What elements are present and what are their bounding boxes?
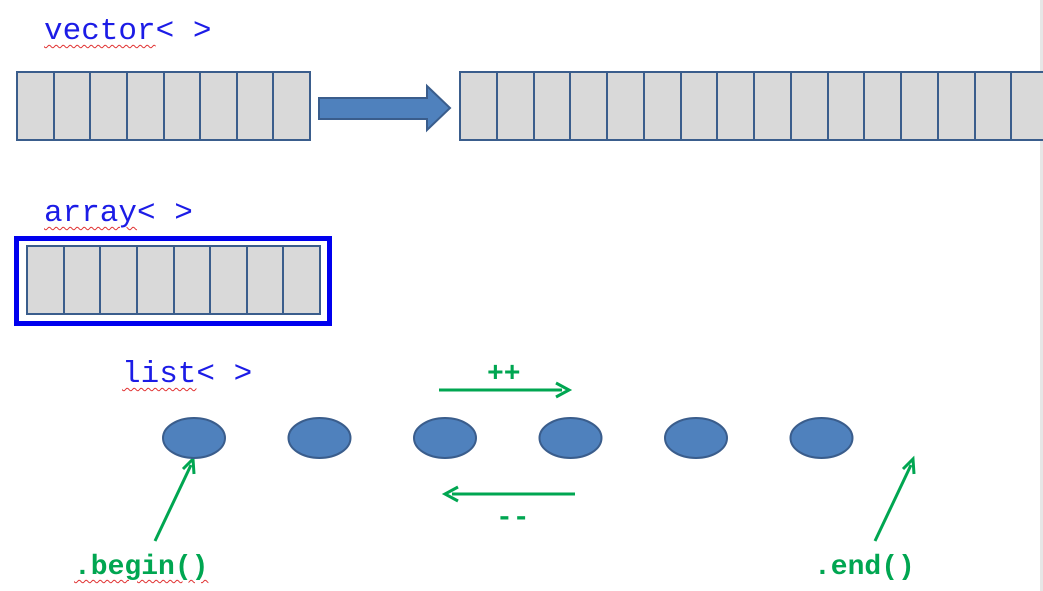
- slide-edge: [1040, 0, 1043, 591]
- vector-initial-storage: [16, 71, 311, 141]
- begin-label-text: .begin(): [74, 552, 209, 583]
- decrement-arrow-head-icon: [441, 485, 459, 503]
- vector-title: vector< >: [44, 16, 211, 47]
- begin-pointer-arrow: [153, 464, 193, 542]
- vector-cell: [199, 73, 236, 139]
- end-pointer-head-icon: [901, 455, 916, 475]
- list-node: [162, 417, 226, 459]
- list-title-name: list: [122, 357, 197, 392]
- array-cell: [209, 247, 246, 313]
- array-cell: [282, 247, 319, 313]
- vector-grown-cell: [826, 73, 864, 139]
- vector-grown-cell: [973, 73, 1011, 139]
- array-title: array< >: [44, 198, 193, 229]
- vector-grown-cell: [495, 73, 533, 139]
- vector-cell: [125, 73, 163, 139]
- array-title-name: array: [44, 196, 138, 231]
- vector-grown-cell: [863, 73, 900, 139]
- vector-cell: [235, 73, 273, 139]
- begin-label: .begin(): [74, 554, 208, 582]
- vector-grown-cell: [642, 73, 680, 139]
- decrement-label: --: [496, 503, 530, 534]
- array-cell: [245, 247, 283, 313]
- vector-cell: [89, 73, 126, 139]
- vector-grown-cell: [1010, 73, 1043, 139]
- vector-grown-cell: [789, 73, 827, 139]
- vector-title-name: vector: [44, 14, 156, 49]
- list-node: [664, 417, 728, 459]
- list-node: [287, 417, 352, 459]
- list-title: list< >: [122, 359, 252, 390]
- array-cell: [135, 247, 173, 313]
- vector-title-brackets: < >: [155, 14, 212, 49]
- list-node: [789, 417, 854, 459]
- vector-grown-cell: [532, 73, 570, 139]
- list-node: [413, 417, 477, 459]
- array-fixed-frame: [14, 236, 332, 326]
- array-title-brackets: < >: [137, 196, 193, 231]
- vector-grown-cell: [679, 73, 717, 139]
- array-cell: [172, 247, 210, 313]
- list-nodes: [162, 417, 854, 459]
- end-label: .end(): [814, 552, 915, 583]
- end-pointer-arrow: [873, 464, 913, 542]
- vector-grown-cell: [716, 73, 753, 139]
- array-cell: [62, 247, 100, 313]
- vector-grown-cell: [900, 73, 937, 139]
- grow-arrow-icon: [318, 83, 452, 133]
- begin-pointer-head-icon: [181, 455, 196, 475]
- increment-arrow-head-icon: [555, 381, 573, 399]
- vector-grown-cell: [569, 73, 606, 139]
- vector-reallocated-storage: [459, 71, 1043, 141]
- increment-label: ++: [487, 359, 521, 390]
- vector-grown-cell: [753, 73, 790, 139]
- vector-grown-cell: [606, 73, 643, 139]
- array-cell: [99, 247, 136, 313]
- vector-cell: [52, 73, 90, 139]
- list-node: [538, 417, 603, 459]
- vector-cell: [272, 73, 309, 139]
- vector-cell: [162, 73, 200, 139]
- list-title-brackets: < >: [196, 357, 253, 392]
- vector-grown-cell: [936, 73, 974, 139]
- array-storage: [26, 245, 321, 315]
